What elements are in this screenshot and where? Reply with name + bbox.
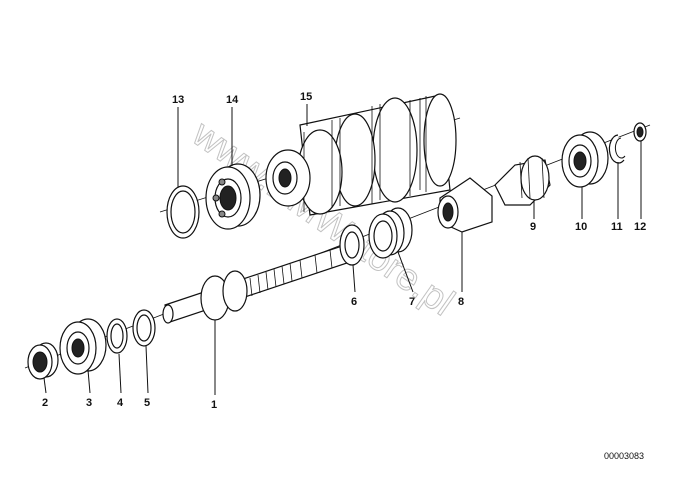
part-3-bearing[interactable]	[59, 318, 107, 375]
part-10-bearing[interactable]	[561, 131, 609, 188]
part-12-washer[interactable]	[633, 122, 647, 142]
part-14-bearing[interactable]	[205, 163, 261, 230]
part-6-washer[interactable]	[339, 224, 365, 266]
label-part-9: 9	[530, 221, 536, 233]
label-part-6: 6	[351, 296, 357, 308]
label-part-1: 1	[211, 399, 217, 411]
part-4-washer[interactable]	[106, 318, 128, 354]
part-9-pinion-gear[interactable]	[494, 155, 551, 206]
label-part-2: 2	[42, 397, 48, 409]
label-part-8: 8	[458, 296, 464, 308]
part-13-ring[interactable]	[166, 185, 200, 239]
label-part-3: 3	[86, 397, 92, 409]
part-7-synchro-rings[interactable]	[368, 207, 413, 259]
label-part-14: 14	[226, 94, 239, 106]
part-15-gear-cluster[interactable]	[265, 93, 457, 216]
part-1-main-shaft[interactable]	[162, 243, 352, 324]
label-part-11: 11	[611, 221, 623, 233]
label-part-10: 10	[575, 221, 587, 233]
label-part-12: 12	[634, 221, 646, 233]
label-part-15: 15	[300, 91, 312, 103]
part-2-needle-bearing[interactable]	[27, 342, 59, 380]
part-8-bearing-housing[interactable]	[437, 177, 493, 233]
label-part-4: 4	[117, 397, 124, 409]
label-part-5: 5	[144, 397, 150, 409]
part-5-washer[interactable]	[132, 309, 156, 347]
leader-lines	[43, 104, 642, 395]
label-part-7: 7	[409, 296, 415, 308]
part-11-circlip[interactable]	[608, 134, 626, 164]
label-part-13: 13	[172, 94, 184, 106]
diagram-code: 00003083	[604, 451, 644, 461]
